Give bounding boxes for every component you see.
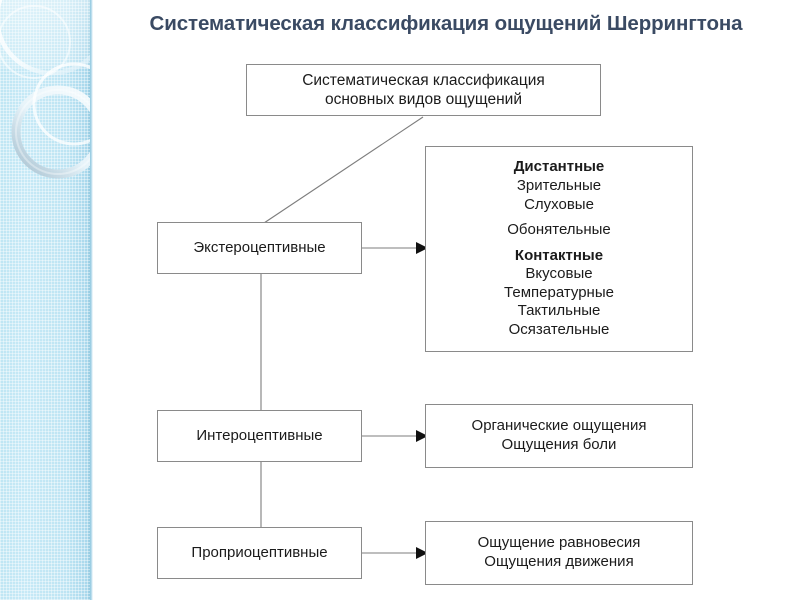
detail-item-auditory: Слуховые: [524, 195, 594, 213]
detail-item-olfactory: Обонятельные: [507, 221, 611, 239]
sidebar-rings-graphic: [0, 0, 93, 179]
detail-item-thermal: Температурные: [504, 283, 614, 301]
detail-item-haptic: Осязательные: [508, 321, 610, 339]
detail-heading-distant: Дистантные: [513, 158, 605, 176]
node-root-classification: Систематическая классификация основных в…: [246, 64, 601, 116]
detail-item-pain: Ощущения боли: [501, 436, 617, 453]
detail-item-movement: Ощущения движения: [484, 553, 634, 570]
node-exteroceptive-label: Экстероцептивные: [193, 238, 326, 256]
decorative-side-panel: [0, 0, 93, 600]
node-proprioceptive: Проприоцептивные: [157, 527, 362, 579]
node-root-line-2: основных видов ощущений: [324, 91, 522, 108]
detail-item-balance: Ощущение равновесия: [477, 534, 641, 552]
node-proprioceptive-label: Проприоцептивные: [191, 543, 328, 561]
node-interoceptive-label: Интероцептивные: [196, 426, 323, 444]
sidebar-texture: [0, 0, 93, 600]
sidebar-edge-accent: [90, 0, 93, 600]
node-root-line-1: Систематическая классификация: [302, 71, 545, 89]
node-interoceptive: Интероцептивные: [157, 410, 362, 462]
page-title: Систематическая классификация ощущений Ш…: [149, 12, 743, 35]
node-interoceptive-detail: Органические ощущения Ощущения боли: [425, 404, 693, 468]
detail-item-tactile: Тактильные: [517, 302, 601, 320]
node-exteroceptive-detail: Дистантные Зрительные Слуховые Обонятель…: [425, 146, 693, 352]
node-exteroceptive: Экстероцептивные: [157, 222, 362, 274]
detail-item-gustatory: Вкусовые: [525, 265, 593, 283]
detail-item-organic: Органические ощущения: [471, 417, 647, 435]
node-proprioceptive-detail: Ощущение равновесия Ощущения движения: [425, 521, 693, 585]
detail-heading-contact: Контактные: [514, 246, 604, 264]
detail-item-visual: Зрительные: [516, 176, 602, 194]
connector-root-to-exteroceptive: [263, 116, 424, 224]
